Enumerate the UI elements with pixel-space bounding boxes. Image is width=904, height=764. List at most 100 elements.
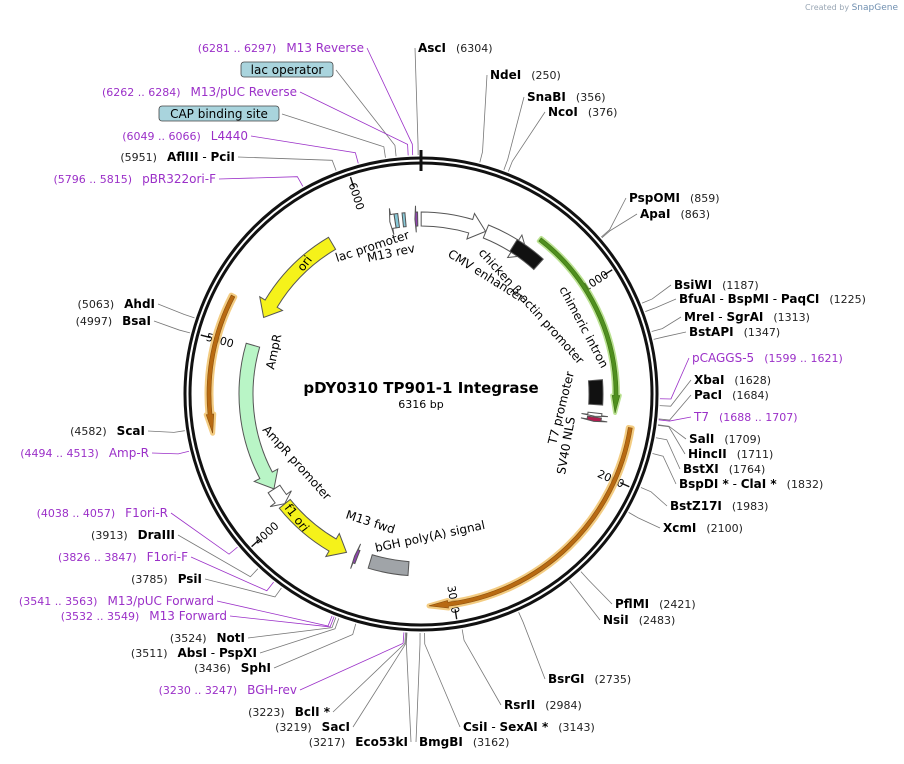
feature-arcs [203,205,635,611]
site-part: (3143) [558,721,595,734]
site-sites_right-14[interactable]: SalI(1709) [689,432,761,446]
site-part: AflIII [167,150,199,164]
site-part: NcoI [548,105,578,119]
leader-sites_right-14 [657,424,687,440]
site-part: (1347) [744,326,781,339]
site-part: (3436) [194,662,231,675]
site-sites_right-15[interactable]: HincII(1711) [688,447,773,461]
site-part: XbaI [694,373,724,387]
site-sites_left-16[interactable]: (3532 .. 3549)M13 Forward [61,609,227,623]
site-part: (1688 .. 1707) [719,411,798,424]
site-sites_right-8[interactable]: MreI - SgrAI(1313) [684,310,810,324]
site-part: SexAI * [500,720,549,734]
site-sites_left-11[interactable]: (4038 .. 4057)F1ori-R [37,506,168,520]
site-part: (1764) [729,463,766,476]
site-sites_left-19[interactable]: (3436) SphI [194,661,271,675]
leader-sites_right-8 [651,316,682,332]
site-sites_left-5[interactable]: (5951)AflIII - PciI [120,150,235,164]
site-part: BmgBI [419,735,463,749]
site-sites_left-12[interactable]: (3913)DraIII [91,528,175,542]
site-label-sites_left-10: (4494 .. 4513)Amp-R [20,446,149,460]
feature-m13-rev [414,205,419,233]
site-label-sites_right-22: BsrGI(2735) [548,672,631,686]
tick-1000 [603,269,613,276]
site-sites_left-23[interactable]: (3217)Eco53kI [309,735,408,749]
site-sites_left-17[interactable]: (3524)NotI [170,631,245,645]
site-sites_left-13[interactable]: (3826 .. 3847)F1ori-F [58,550,188,564]
site-sites_right-13[interactable]: T7(1688 .. 1707) [693,410,798,424]
feature-sv40-nls [580,415,608,423]
site-sites_right-17[interactable]: BspDI * - ClaI *(1832) [679,477,823,491]
site-sites_right-23[interactable]: RsrII(2984) [504,698,582,712]
site-sites_right-1[interactable]: NdeI(250) [490,68,561,82]
site-sites_left-22[interactable]: (3219)SacI [275,720,350,734]
site-sites_right-22[interactable]: BsrGI(2735) [548,672,631,686]
site-sites_left-10[interactable]: (4494 .. 4513)Amp-R [20,446,149,460]
site-label-sites_left-17: (3524)NotI [170,631,245,645]
plasmid-length: 6316 bp [398,398,443,411]
site-part: - [769,292,781,306]
site-part: NdeI [490,68,521,82]
site-sites_right-25[interactable]: BmgBI(3162) [419,735,509,749]
site-sites_left-9[interactable]: (4582)ScaI [70,424,145,438]
site-sites_left-7[interactable]: (5063)AhdI [78,297,155,311]
site-sites_left-6[interactable]: (5796 .. 5815)pBR322ori-F [54,172,217,186]
leader-sites_left-19 [273,623,357,669]
site-part: - [207,646,219,660]
site-sites_right-18[interactable]: BstZ17I(1983) [670,499,768,513]
leader-sites_left-15 [216,600,333,627]
site-sites_right-6[interactable]: BsiWI(1187) [674,278,759,292]
site-sites_left-14[interactable]: (3785)PsiI [131,572,202,586]
site-sites_right-24[interactable]: CsiI - SexAI *(3143) [463,720,595,734]
site-sites_left-8[interactable]: (4997)BsaI [76,314,151,328]
site-sites_left-15[interactable]: (3541 .. 3563)M13/pUC Forward [19,594,214,608]
site-sites_right-19[interactable]: XcmI(2100) [663,521,743,535]
site-part: (5796 .. 5815) [54,173,133,186]
site-part: (3223) [248,706,285,719]
leader-sites_left-20 [299,632,405,691]
leader-sites_left-21 [332,632,406,713]
site-label-sites_left-8: (4997)BsaI [76,314,151,328]
site-sites_left-2[interactable]: (6262 .. 6284)M13/pUC Reverse [102,85,297,99]
site-sites_right-2[interactable]: SnaBI(356) [527,90,606,104]
site-sites_right-4[interactable]: PspOMI(859) [629,191,720,205]
center-labels: pDY0310 TP901-1 Integrase 6316 bp [303,379,538,411]
site-sites_right-5[interactable]: ApaI(863) [640,207,710,221]
leader-sites_right-5 [601,213,638,239]
site-sites_left-20[interactable]: (3230 .. 3247)BGH-rev [159,683,297,697]
site-sites_left-21[interactable]: (3223)BclI * [248,705,331,719]
site-part: PspXI [219,646,257,660]
site-sites_right-0[interactable]: AscI(6304) [418,41,493,55]
feature-label-ampr: AmpR [263,333,284,371]
site-part: BstZ17I [670,499,722,513]
site-part: (1187) [722,279,759,292]
site-sites_left-3[interactable]: CAP binding site [158,105,280,122]
site-part: (3217) [309,736,346,749]
leader-sites_right-18 [640,487,668,507]
site-sites_right-7[interactable]: BfuAI - BspMI - PaqCI(1225) [679,292,866,306]
site-sites_left-18[interactable]: (3511)AbsI - PspXI [131,646,257,660]
site-sites_right-16[interactable]: BstXI(1764) [683,462,765,476]
site-sites_right-21[interactable]: NsiI(2483) [603,613,675,627]
site-part: CsiI [463,720,488,734]
site-label-sites_right-9: BstAPI(1347) [689,325,780,339]
site-sites_right-12[interactable]: PacI(1684) [694,388,769,402]
feature-lac-operator [401,212,407,228]
site-sites_right-20[interactable]: PflMI(2421) [615,597,696,611]
tick-6000 [349,176,355,187]
site-sites_left-4[interactable]: (6049 .. 6066)L4440 [122,129,248,143]
site-part: PsiI [178,572,202,586]
site-sites_right-9[interactable]: BstAPI(1347) [689,325,780,339]
site-sites_left-1[interactable]: lac operator [240,61,334,78]
leader-sites_right-3 [507,111,546,172]
leader-sites_right-12 [658,394,692,421]
site-sites_left-0[interactable]: (6281 .. 6297)M13 Reverse [198,41,364,55]
site-sites_right-3[interactable]: NcoI(376) [548,105,617,119]
site-sites_right-11[interactable]: XbaI(1628) [694,373,771,387]
site-part: (4038 .. 4057) [37,507,116,520]
site-part: SphI [241,661,271,675]
site-sites_right-10[interactable]: pCAGGS-5(1599 .. 1621) [692,351,843,365]
feature-m13-fwd [350,543,362,569]
site-part: PspOMI [629,191,680,205]
feature-lac-promoter [388,208,397,235]
